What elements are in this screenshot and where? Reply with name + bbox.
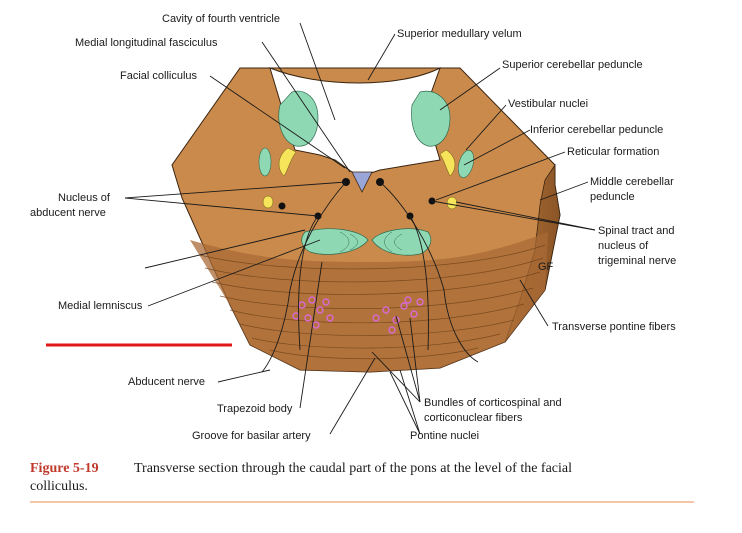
label-groove-basilar-artery: Groove for basilar artery <box>192 430 311 442</box>
caption-text-line1: Transverse section through the caudal pa… <box>134 461 572 476</box>
lemniscus-fibers <box>339 231 403 253</box>
label-facial-colliculus: Facial colliculus <box>120 70 198 82</box>
fourth-ventricle-cavity <box>269 66 441 176</box>
label-bundles-corticospinal-1: Bundles of corticospinal and <box>424 397 562 409</box>
label-superior-medullary-velum: Superior medullary velum <box>397 28 522 40</box>
inferior-cerebellar-peduncle-left <box>258 147 272 177</box>
artist-initials: GF <box>538 261 554 273</box>
label-trapezoid-body: Trapezoid body <box>217 403 293 415</box>
label-transverse-pontine-fibers: Transverse pontine fibers <box>552 321 676 333</box>
descending-tracts <box>261 181 479 373</box>
dot-left-1 <box>278 202 286 210</box>
label-nucleus-abducent-1: Nucleus of <box>58 192 111 204</box>
floor-groove <box>351 171 373 193</box>
label-medial-lemniscus: Medial lemniscus <box>58 300 143 312</box>
label-bundles-corticospinal-2: corticonuclear fibers <box>424 412 523 424</box>
label-middle-cerebellar-peduncle-2: peduncle <box>590 191 635 203</box>
label-reticular-formation: Reticular formation <box>567 146 659 158</box>
label-cavity-fourth-ventricle: Cavity of fourth ventricle <box>162 13 280 25</box>
label-spinal-tract-1: Spinal tract and <box>598 225 674 237</box>
trigeminal-crescent-left <box>278 147 297 177</box>
caption-figure-number: Figure 5-19 <box>30 461 99 476</box>
trigeminal-crescent-right <box>439 149 456 177</box>
label-vestibular-nuclei: Vestibular nuclei <box>508 98 588 110</box>
label-superior-cerebellar-peduncle: Superior cerebellar peduncle <box>502 59 643 71</box>
leader-lines <box>124 22 596 435</box>
label-middle-cerebellar-peduncle-1: Middle cerebellar <box>590 176 674 188</box>
medial-lemniscus-right <box>371 228 432 256</box>
label-spinal-tract-2: nucleus of <box>598 240 649 252</box>
transverse-striations <box>199 244 546 360</box>
superior-cerebellar-peduncle-left <box>278 90 319 147</box>
label-nucleus-abducent-2: abducent nerve <box>30 207 106 219</box>
caption-text-line2: colliculus. <box>30 479 88 494</box>
label-abducent-nerve: Abducent nerve <box>128 376 205 388</box>
trigeminal-nucleus-right <box>446 196 458 210</box>
label-inferior-cerebellar-peduncle: Inferior cerebellar peduncle <box>530 124 663 136</box>
medial-lemniscus-left <box>301 228 369 255</box>
trigeminal-nucleus-left <box>262 195 274 209</box>
label-pontine-nuclei: Pontine nuclei <box>410 430 479 442</box>
superior-cerebellar-peduncle-right <box>411 90 451 147</box>
label-spinal-tract-3: trigeminal nerve <box>598 255 676 267</box>
label-medial-longitudinal-fasciculus: Medial longitudinal fasciculus <box>75 37 218 49</box>
